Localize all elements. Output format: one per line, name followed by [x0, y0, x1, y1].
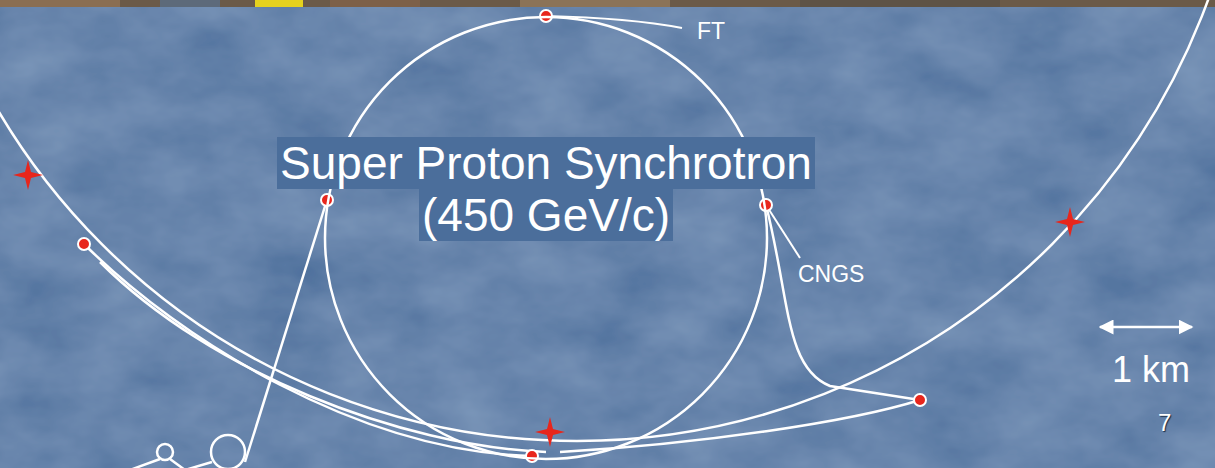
beamline-label: FT [697, 19, 725, 44]
junction-dots [78, 10, 926, 462]
ring-name: Super Proton Synchrotron (450 GeV/c) [277, 137, 815, 241]
ring-title: Super Proton Synchrotron (450 GeV/c) [246, 138, 846, 241]
beamline-label: CNGS [798, 262, 864, 287]
page-number: 7 [1158, 410, 1171, 436]
photo-strip [0, 0, 1215, 7]
leader-line [766, 205, 800, 258]
scale-label: 1 km [1112, 350, 1190, 390]
lhc-ring [0, 0, 1215, 441]
ps-complex [130, 435, 245, 468]
scale-bar [1100, 326, 1192, 329]
synchrotron-ring: Super Proton Synchrotron (450 GeV/c) [324, 16, 768, 460]
